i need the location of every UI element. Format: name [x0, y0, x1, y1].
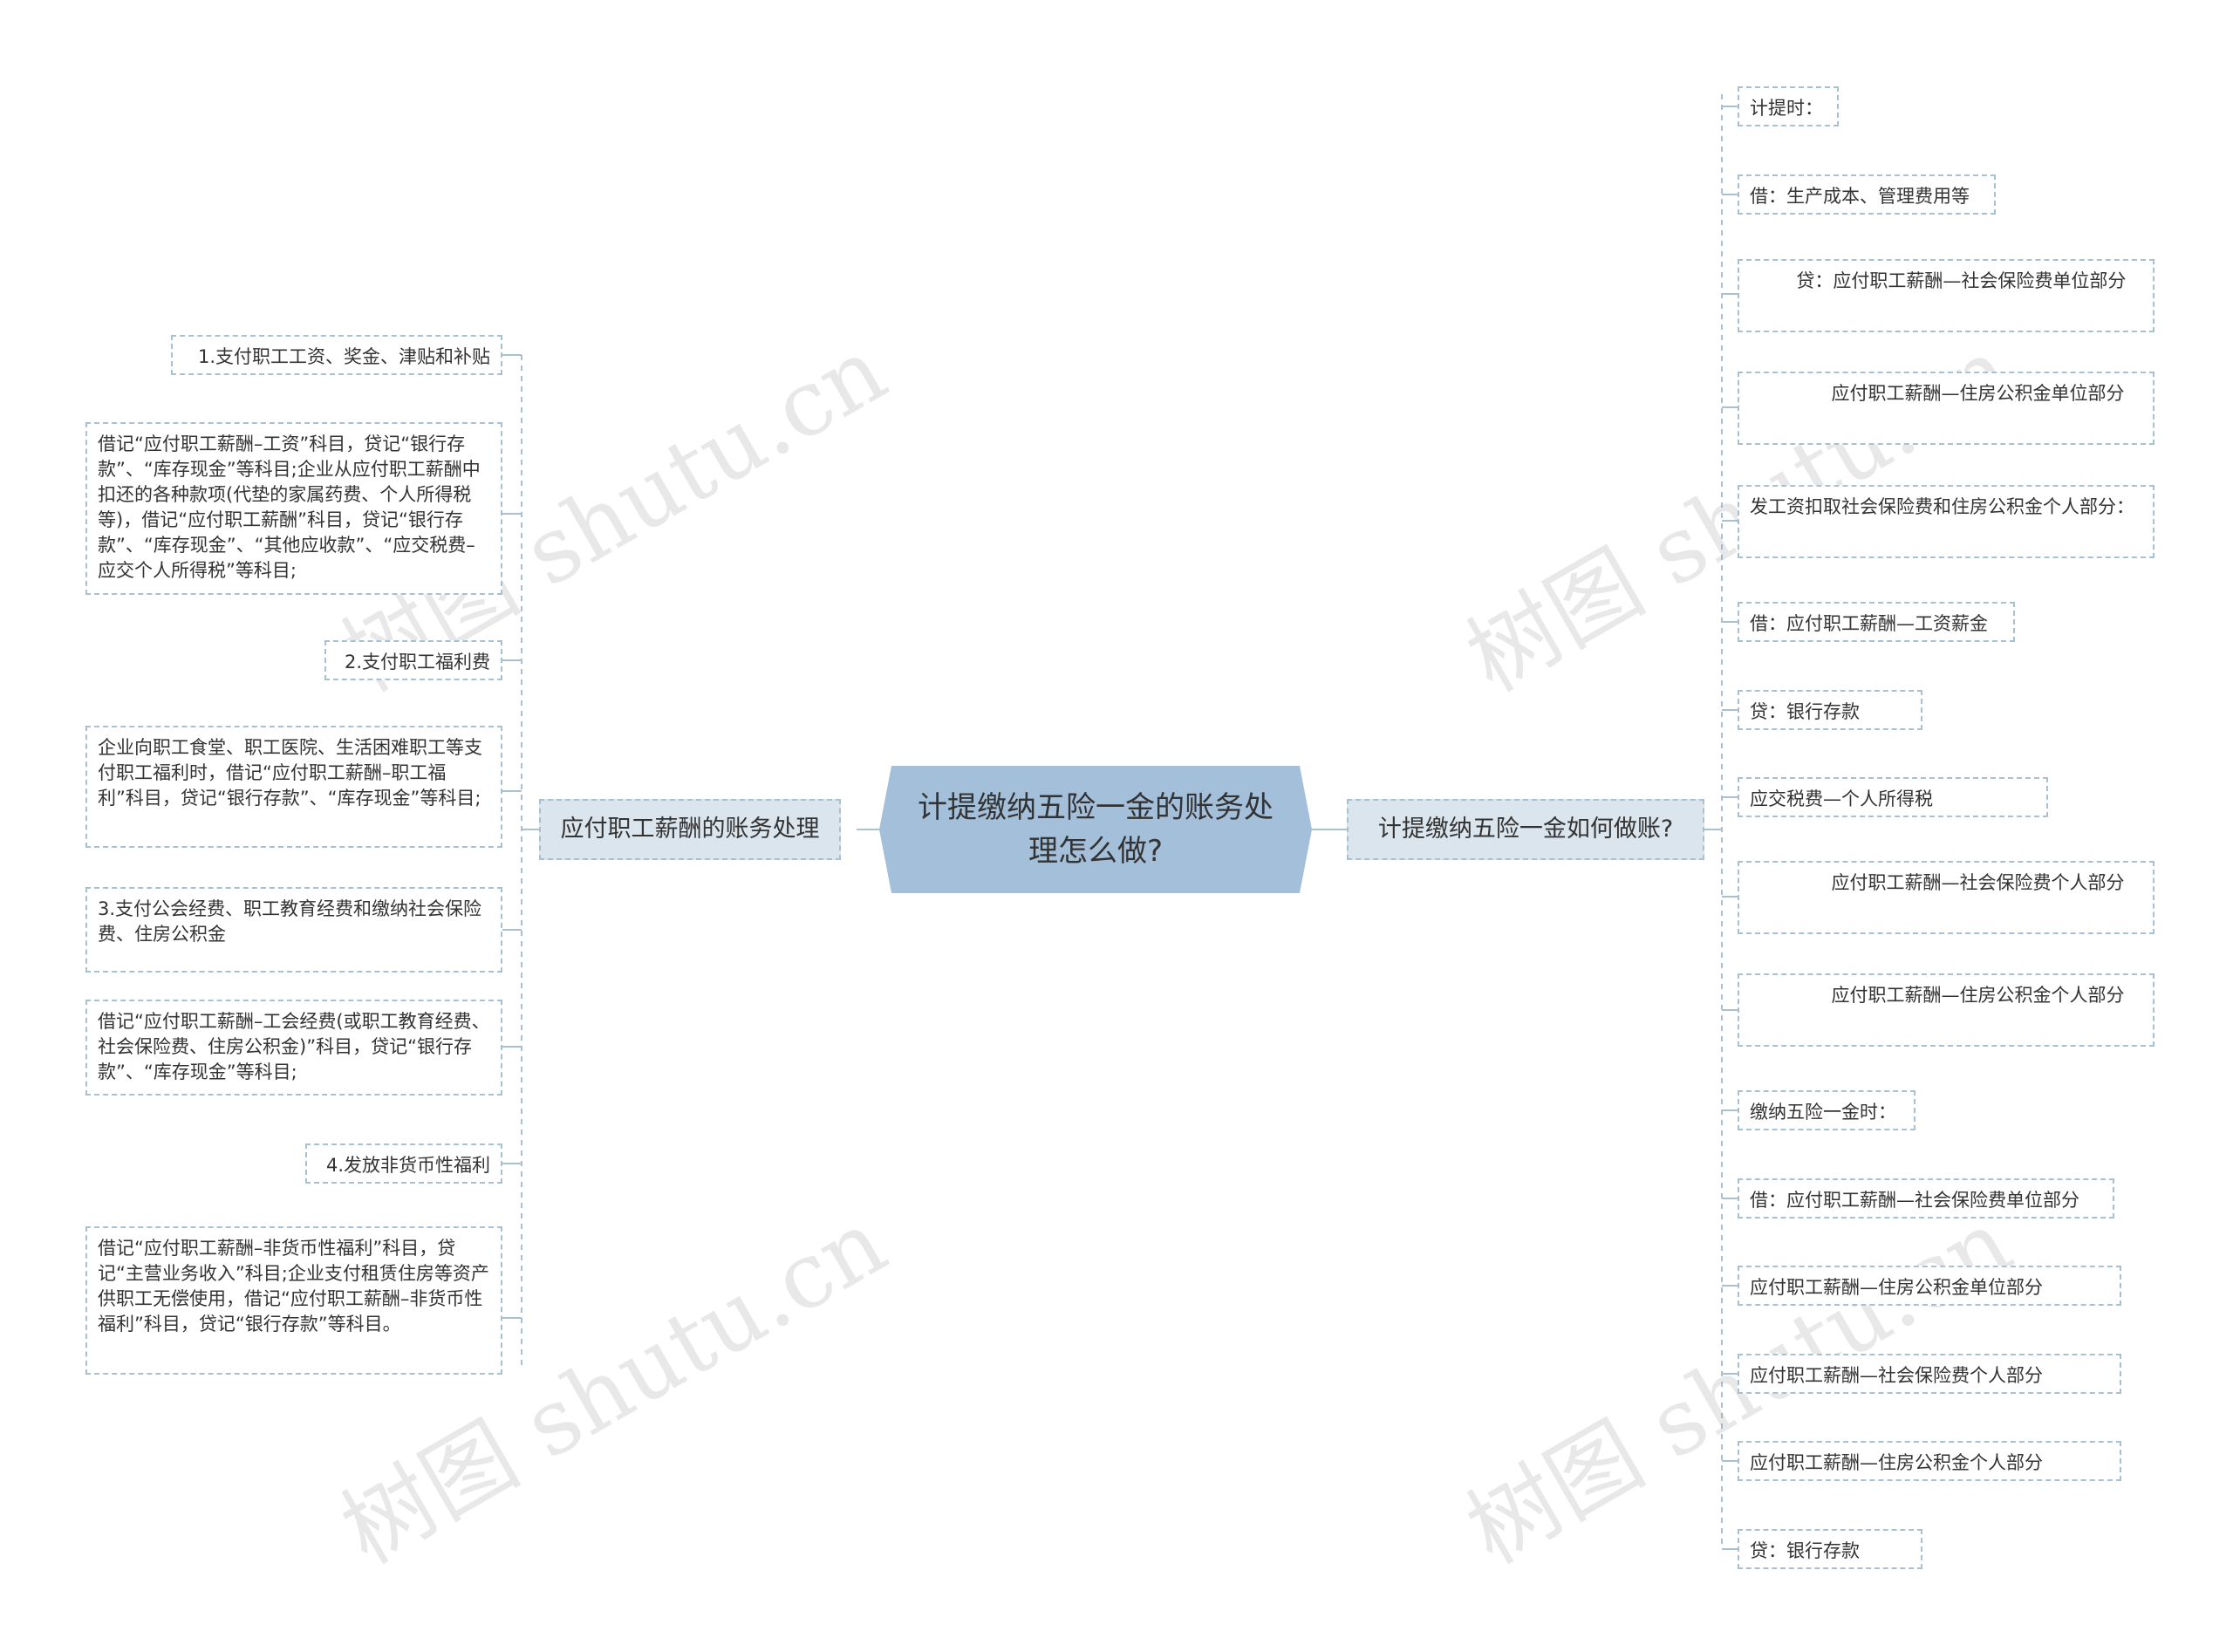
- left-node-3[interactable]: 2.支付职工福利费: [324, 640, 502, 680]
- right-node-15[interactable]: 应付职工薪酬—住房公积金个人部分: [1738, 1441, 2121, 1481]
- left-node-2[interactable]: 借记“应付职工薪酬–工资”科目，贷记“银行存款”、“库存现金”等科目;企业从应付…: [85, 422, 502, 595]
- right-node-4[interactable]: 应付职工薪酬—住房公积金单位部分: [1738, 372, 2154, 445]
- right-node-16[interactable]: 贷：银行存款: [1738, 1529, 1922, 1569]
- left-node-7[interactable]: 4.发放非货币性福利: [305, 1143, 502, 1184]
- left-node-8[interactable]: 借记“应付职工薪酬–非货币性福利”科目，贷记“主营业务收入”科目;企业支付租赁住…: [85, 1226, 502, 1375]
- right-node-11[interactable]: 缴纳五险一金时：: [1738, 1090, 1915, 1130]
- right-node-10[interactable]: 应付职工薪酬—住房公积金个人部分: [1738, 973, 2154, 1047]
- branch-right[interactable]: 计提缴纳五险一金如何做账?: [1347, 799, 1704, 860]
- left-node-1[interactable]: 1.支付职工工资、奖金、津贴和补贴: [171, 335, 502, 375]
- right-node-12[interactable]: 借：应付职工薪酬—社会保险费单位部分: [1738, 1178, 2114, 1219]
- right-node-6[interactable]: 借：应付职工薪酬—工资薪金: [1738, 602, 2015, 642]
- left-node-6[interactable]: 借记“应付职工薪酬–工会经费(或职工教育经费、社会保险费、住房公积金)”科目，贷…: [85, 1000, 502, 1096]
- branch-right-label: 计提缴纳五险一金如何做账?: [1377, 816, 1674, 843]
- right-node-8[interactable]: 应交税费—个人所得税: [1738, 777, 2048, 817]
- right-node-1[interactable]: 计提时：: [1738, 86, 1839, 126]
- right-node-2[interactable]: 借：生产成本、管理费用等: [1738, 174, 1996, 215]
- central-topic[interactable]: 计提缴纳五险一金的账务处理怎么做?: [879, 766, 1312, 893]
- right-node-7[interactable]: 贷：银行存款: [1738, 690, 1922, 730]
- left-node-5[interactable]: 3.支付公会经费、职工教育经费和缴纳社会保险费、住房公积金: [85, 887, 502, 973]
- right-node-5[interactable]: 发工资扣取社会保险费和住房公积金个人部分：: [1738, 485, 2154, 558]
- right-node-3[interactable]: 贷：应付职工薪酬—社会保险费单位部分: [1738, 259, 2154, 332]
- left-node-4[interactable]: 企业向职工食堂、职工医院、生活困难职工等支付职工福利时，借记“应付职工薪酬–职工…: [85, 726, 502, 848]
- branch-left-label: 应付职工薪酬的账务处理: [560, 816, 820, 843]
- right-node-14[interactable]: 应付职工薪酬—社会保险费个人部分: [1738, 1354, 2121, 1394]
- right-node-13[interactable]: 应付职工薪酬—住房公积金单位部分: [1738, 1266, 2121, 1306]
- right-node-9[interactable]: 应付职工薪酬—社会保险费个人部分: [1738, 861, 2154, 934]
- branch-left[interactable]: 应付职工薪酬的账务处理: [539, 799, 841, 860]
- central-topic-shape: [879, 766, 1312, 893]
- central-topic-label: 计提缴纳五险一金的账务处理怎么做?: [918, 790, 1274, 869]
